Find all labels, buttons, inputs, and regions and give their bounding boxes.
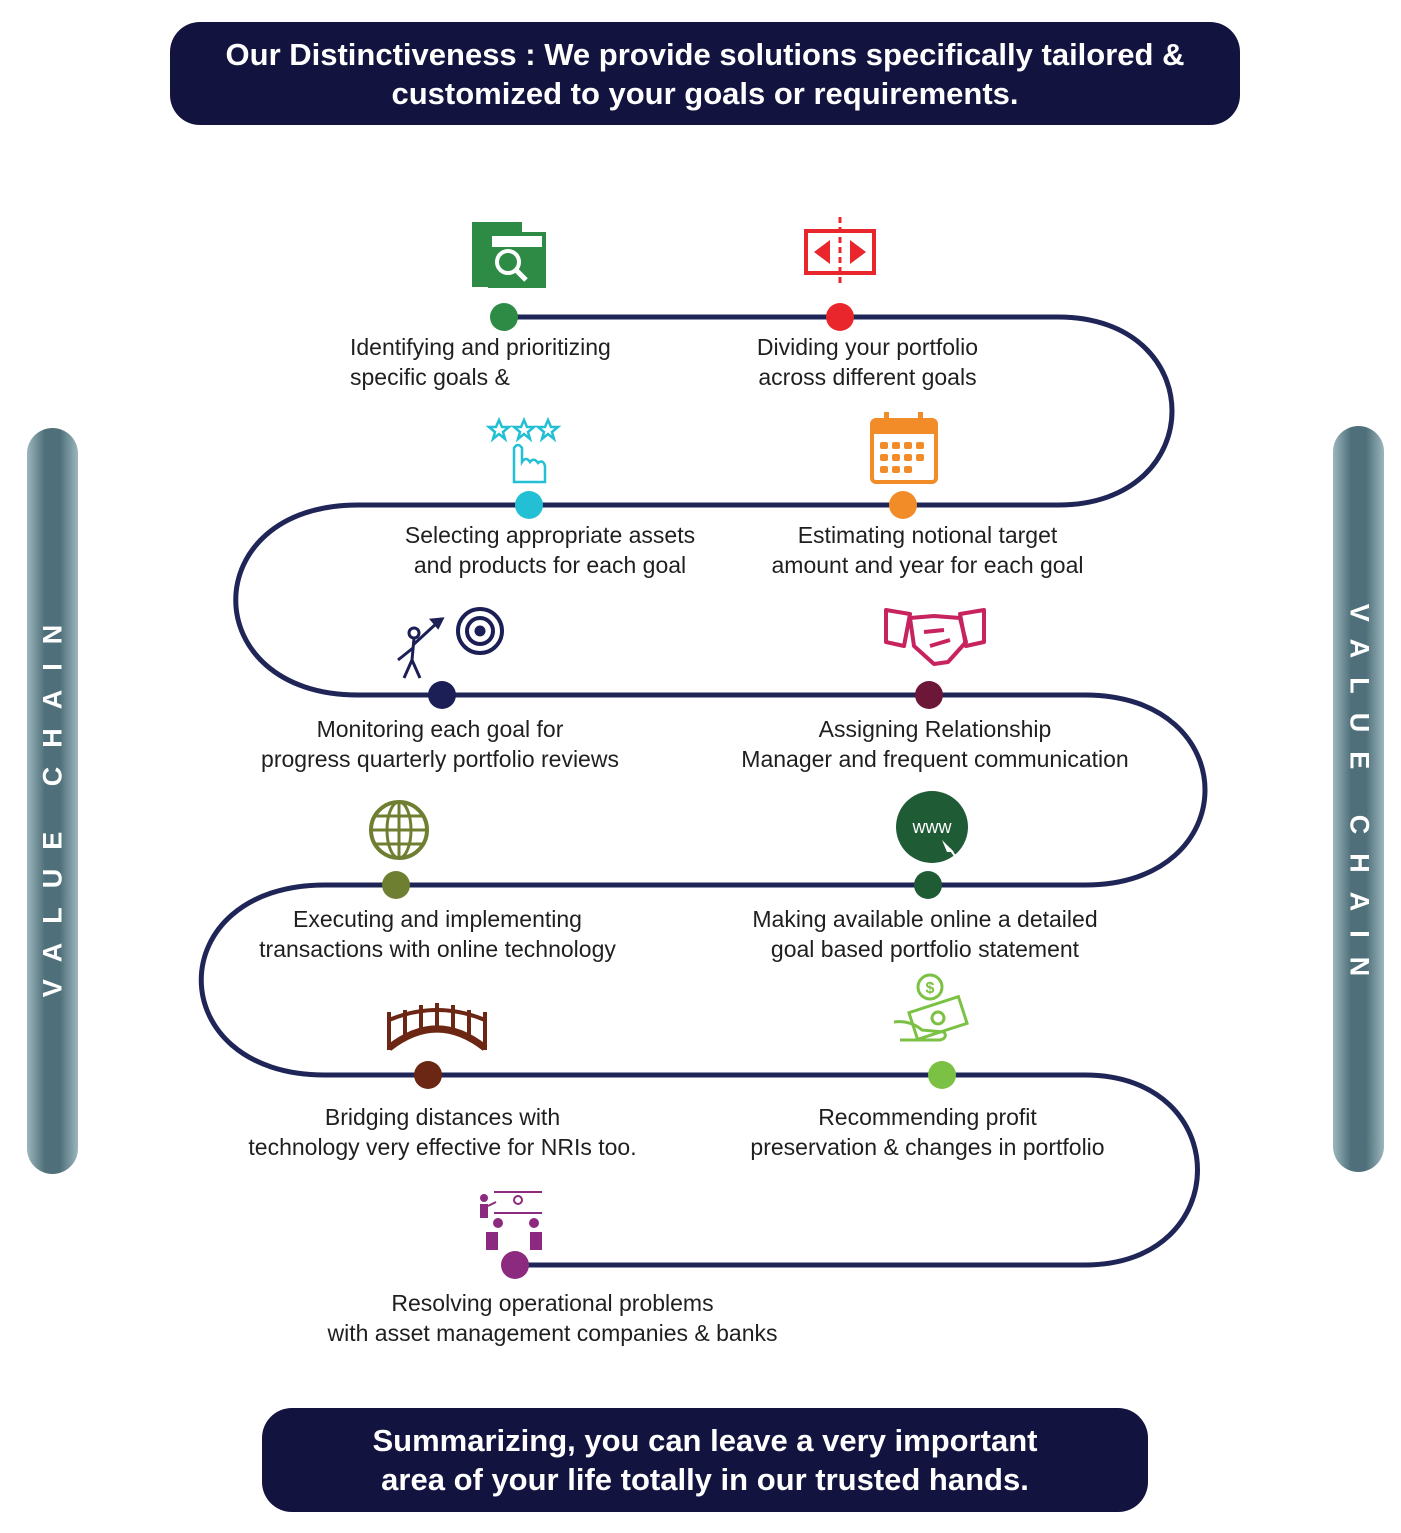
step-dot-11 [501,1251,529,1279]
target-aim-icon [397,607,504,679]
step-label-8: Making available online a detailed goal … [715,904,1135,964]
step-label-4: Estimating notional target amount and ye… [755,520,1100,580]
presentation-meeting-icon [480,1191,542,1250]
step-9-line-2: technology very effective for NRIs too. [248,1134,637,1160]
step-10-line-1: Recommending profit [818,1104,1037,1130]
step-7-line-1: Executing and implementing [293,906,582,932]
step-9-line-1: Bridging distances with [324,1104,561,1130]
step-dot-8 [914,871,942,899]
step-dots [382,303,956,1279]
www-icon-text: www [912,817,953,837]
step-label-1: Identifying and prioritizing specific go… [350,332,655,392]
step-5-line-1: Monitoring each goal for [316,716,564,742]
step-dot-2 [826,303,854,331]
step-label-11: Resolving operational problems with asse… [290,1288,815,1348]
document-search-icon [472,222,546,288]
step-1-line-2: specific goals & [350,364,510,390]
calendar-icon [870,412,938,484]
step-11-line-2: with asset management companies & banks [327,1320,778,1346]
header-line-2: customized to your goals or requirements… [391,75,1019,111]
winding-path [198,314,1208,1268]
step-2-line-2: across different goals [758,364,977,390]
globe-icon [369,800,429,860]
footer-line-2: area of your life totally in our trusted… [381,1462,1029,1497]
split-arrows-icon [804,217,876,285]
step-5-line-2: progress quarterly portfolio reviews [261,746,619,772]
step-3-line-1: Selecting appropriate assets [404,522,696,548]
step-8-line-1: Making available online a detailed [752,906,1098,932]
footer-line-1: Summarizing, you can leave a very import… [372,1423,1038,1458]
header-line-1: Our Distinctiveness : We provide solutio… [225,36,1185,72]
step-dot-7 [382,871,410,899]
step-4-line-2: amount and year for each goal [771,552,1084,578]
step-label-2: Dividing your portfolio across different… [720,332,1015,392]
step-label-6: Assigning Relationship Manager and frequ… [720,714,1150,774]
step-3-line-2: and products for each goal [413,552,687,578]
money-hand-icon: $ [893,973,969,1042]
step-6-line-1: Assigning Relationship [818,716,1052,742]
step-7-line-2: transactions with online technology [259,936,616,962]
svg-text:$: $ [926,980,935,997]
step-1-line-1: Identifying and prioritizing [350,334,611,360]
www-icon: www [896,791,968,863]
step-4-line-1: Estimating notional target [797,522,1058,548]
footer-banner: Summarizing, you can leave a very import… [262,1408,1148,1512]
step-label-10: Recommending profit preservation & chang… [715,1102,1140,1162]
step-dot-4 [889,491,917,519]
step-label-7: Executing and implementing transactions … [225,904,650,964]
value-chain-left-pill: VALUE CHAIN [27,428,78,1174]
star-rating-hand-icon [485,416,562,484]
step-8-line-2: goal based portfolio statement [770,936,1080,962]
bridge-icon [386,1003,488,1051]
step-label-9: Bridging distances with technology very … [210,1102,675,1162]
step-dot-9 [414,1061,442,1089]
header-banner: Our Distinctiveness : We provide solutio… [170,22,1240,125]
step-11-line-1: Resolving operational problems [391,1290,714,1316]
step-10-line-2: preservation & changes in portfolio [750,1134,1105,1160]
handshake-icon [884,608,986,666]
step-dot-10 [928,1061,956,1089]
step-dot-6 [915,681,943,709]
step-label-5: Monitoring each goal for progress quarte… [250,714,630,774]
step-dot-1 [490,303,518,331]
step-2-line-1: Dividing your portfolio [756,334,979,360]
step-6-line-2: Manager and frequent communication [741,746,1129,772]
step-dot-5 [428,681,456,709]
step-label-3: Selecting appropriate assets and product… [385,520,715,580]
step-dot-3 [515,491,543,519]
value-chain-right-pill: VALUE CHAIN [1333,426,1384,1172]
